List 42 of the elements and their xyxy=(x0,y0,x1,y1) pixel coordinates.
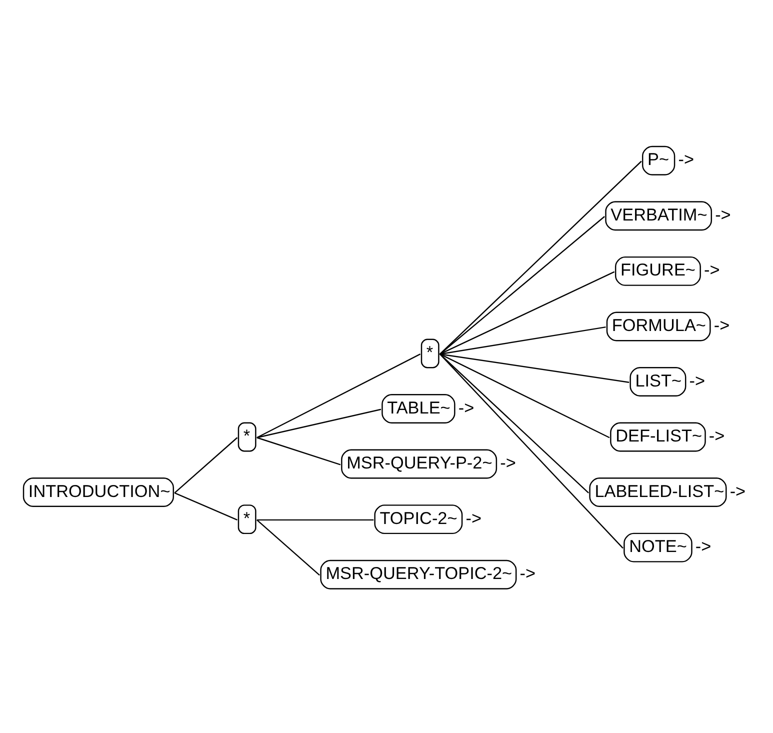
connector xyxy=(440,216,605,354)
node-label: -> xyxy=(689,370,706,390)
node-label: -> xyxy=(704,259,720,280)
node-label: -> xyxy=(520,562,536,583)
connector xyxy=(256,436,341,465)
node-box: VERBATIM~ xyxy=(605,200,712,230)
node-box: TOPIC-2~ xyxy=(374,504,463,534)
node-label: -> xyxy=(466,507,482,528)
node-label: -> xyxy=(678,148,694,169)
node-label: -> xyxy=(458,396,474,417)
node-box: P~ xyxy=(642,145,676,175)
node-label: -> xyxy=(715,204,731,224)
node-label: -> xyxy=(695,536,712,556)
node-box: LIST~ xyxy=(630,366,686,396)
node-label: -> xyxy=(500,452,516,472)
node-box: TABLE~ xyxy=(382,394,456,423)
node-label: -> xyxy=(714,314,730,335)
node-box: * xyxy=(238,422,256,452)
connector xyxy=(440,326,606,354)
node-box: LABELED-LIST~ xyxy=(589,477,727,507)
node-box: MSR-QUERY-TOPIC-2~ xyxy=(320,559,517,589)
node-box: FIGURE~ xyxy=(614,256,701,286)
node-label: -> xyxy=(730,480,746,500)
node-label: -> xyxy=(708,425,725,446)
node-box: INTRODUCTION~ xyxy=(22,477,174,507)
connector xyxy=(440,160,642,354)
connector xyxy=(174,492,238,520)
node-box: FORMULA~ xyxy=(606,311,711,341)
connector xyxy=(174,436,238,493)
node-box: * xyxy=(238,504,256,534)
connector xyxy=(439,353,624,548)
connector xyxy=(256,518,320,576)
connector xyxy=(440,353,610,438)
connector xyxy=(256,408,382,438)
node-box: DEF-LIST~ xyxy=(610,422,706,452)
connector xyxy=(440,353,630,382)
node-box: MSR-QUERY-P-2~ xyxy=(341,448,498,478)
node-box: NOTE~ xyxy=(624,532,692,562)
connector xyxy=(440,270,615,354)
connector xyxy=(256,518,374,520)
connector xyxy=(256,353,421,438)
node-box: * xyxy=(420,338,440,368)
